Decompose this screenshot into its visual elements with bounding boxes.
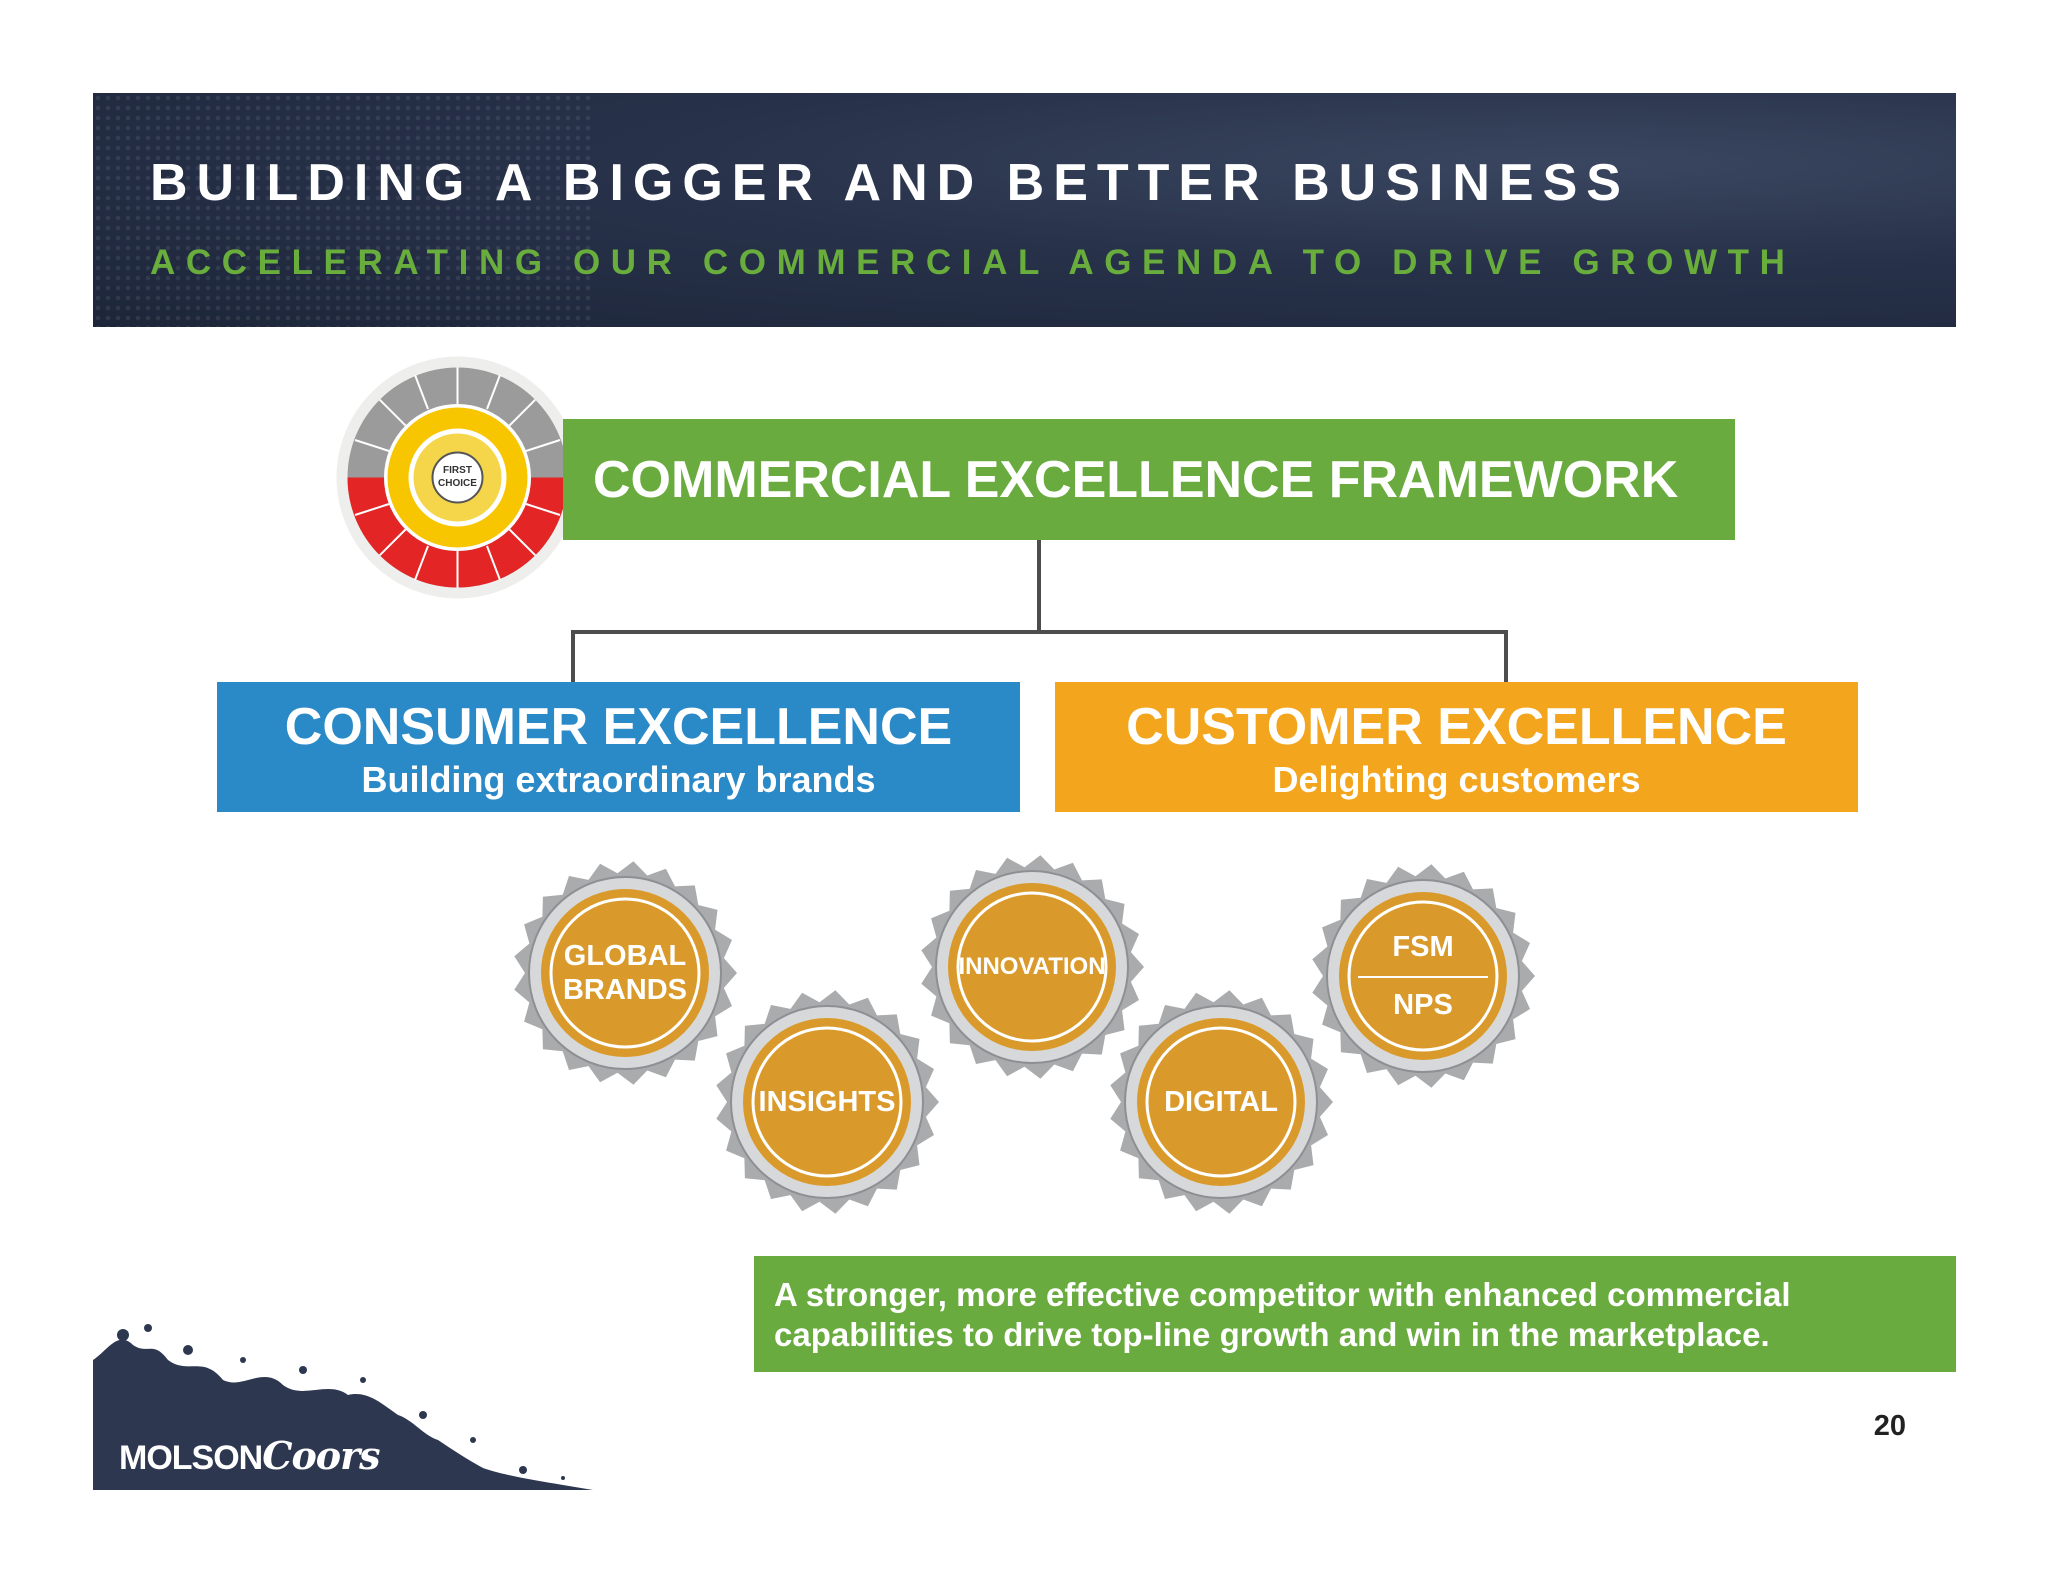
consumer-excellence-box: CONSUMER EXCELLENCE Building extraordina… — [217, 682, 1020, 812]
cap-label-line: INNOVATION — [958, 953, 1106, 980]
logo-brand: MOLSON — [119, 1439, 263, 1477]
framework-title: COMMERCIAL EXCELLENCE FRAMEWORK — [593, 450, 1679, 509]
cap-label: GLOBAL BRANDS — [507, 855, 743, 1091]
summary-box: A stronger, more effective competitor wi… — [754, 1256, 1956, 1372]
wheel-center-line-2: CHOICE — [438, 478, 477, 489]
page-number: 20 — [1873, 1410, 1906, 1442]
bottle-cap-icon — [1110, 990, 1333, 1214]
cap-face — [948, 883, 1116, 1051]
cap-label: FSM NPS — [1305, 858, 1541, 1094]
cap-insights: INSIGHTS — [709, 984, 945, 1220]
cap-label-line: NPS — [1393, 989, 1453, 1021]
connector-horizontal — [571, 630, 1508, 634]
cap-global-brands: GLOBAL BRANDS — [507, 855, 743, 1091]
bottle-cap-icon — [921, 855, 1144, 1079]
cap-label-line: FSM — [1392, 931, 1454, 963]
cap-inner-ring — [956, 891, 1108, 1043]
cap-label-line: BRANDS — [562, 974, 688, 1006]
slide-title: BUILDING A BIGGER AND BETTER BUSINESS — [150, 154, 1630, 212]
cap-label: DIGITAL — [1103, 984, 1339, 1220]
cap-divider — [1358, 976, 1488, 978]
cap-digital: DIGITAL — [1103, 984, 1339, 1220]
consumer-excellence-subtitle: Building extraordinary brands — [361, 759, 876, 800]
cap-face — [743, 1018, 911, 1186]
cap-fsm-nps: FSM NPS — [1305, 858, 1541, 1094]
cap-label: INNOVATION — [914, 849, 1150, 1085]
bottle-cap-icon — [514, 861, 737, 1085]
customer-excellence-title: CUSTOMER EXCELLENCE — [1126, 698, 1787, 756]
cap-face — [541, 889, 709, 1057]
connector-left-drop — [571, 630, 575, 682]
cap-inner-ring — [1145, 1026, 1297, 1178]
cap-label-line: INSIGHTS — [758, 1086, 896, 1118]
consumer-excellence-title: CONSUMER EXCELLENCE — [284, 698, 953, 756]
cap-inner-ring — [751, 1026, 903, 1178]
header-banner: BUILDING A BIGGER AND BETTER BUSINESS AC… — [93, 93, 1956, 327]
framework-title-box: COMMERCIAL EXCELLENCE FRAMEWORK — [563, 419, 1735, 540]
bottle-cap-icon — [716, 990, 939, 1214]
cap-inner-ring — [1347, 900, 1499, 1052]
cap-face — [1137, 1018, 1305, 1186]
connector-right-drop — [1504, 630, 1508, 682]
framework-wheel-icon: FIRST CHOICE — [336, 356, 579, 599]
logo-wordmark: MOLSONCoors — [119, 1433, 381, 1478]
cap-innovation: INNOVATION — [914, 849, 1150, 1085]
connector-vertical-main — [1037, 540, 1041, 632]
cap-label-line: DIGITAL — [1164, 1086, 1278, 1118]
customer-excellence-subtitle: Delighting customers — [1272, 759, 1641, 800]
slide-subtitle: ACCELERATING OUR COMMERCIAL AGENDA TO DR… — [150, 243, 1796, 282]
customer-excellence-box: CUSTOMER EXCELLENCE Delighting customers — [1055, 682, 1858, 812]
cap-inner-ring — [549, 897, 701, 1049]
cap-label: INSIGHTS — [709, 984, 945, 1220]
wheel-center-line-1: FIRST — [443, 465, 472, 476]
molson-coors-logo — [93, 1324, 593, 1490]
cap-label-line: GLOBAL — [563, 940, 687, 972]
logo-script: Coors — [262, 1433, 380, 1478]
